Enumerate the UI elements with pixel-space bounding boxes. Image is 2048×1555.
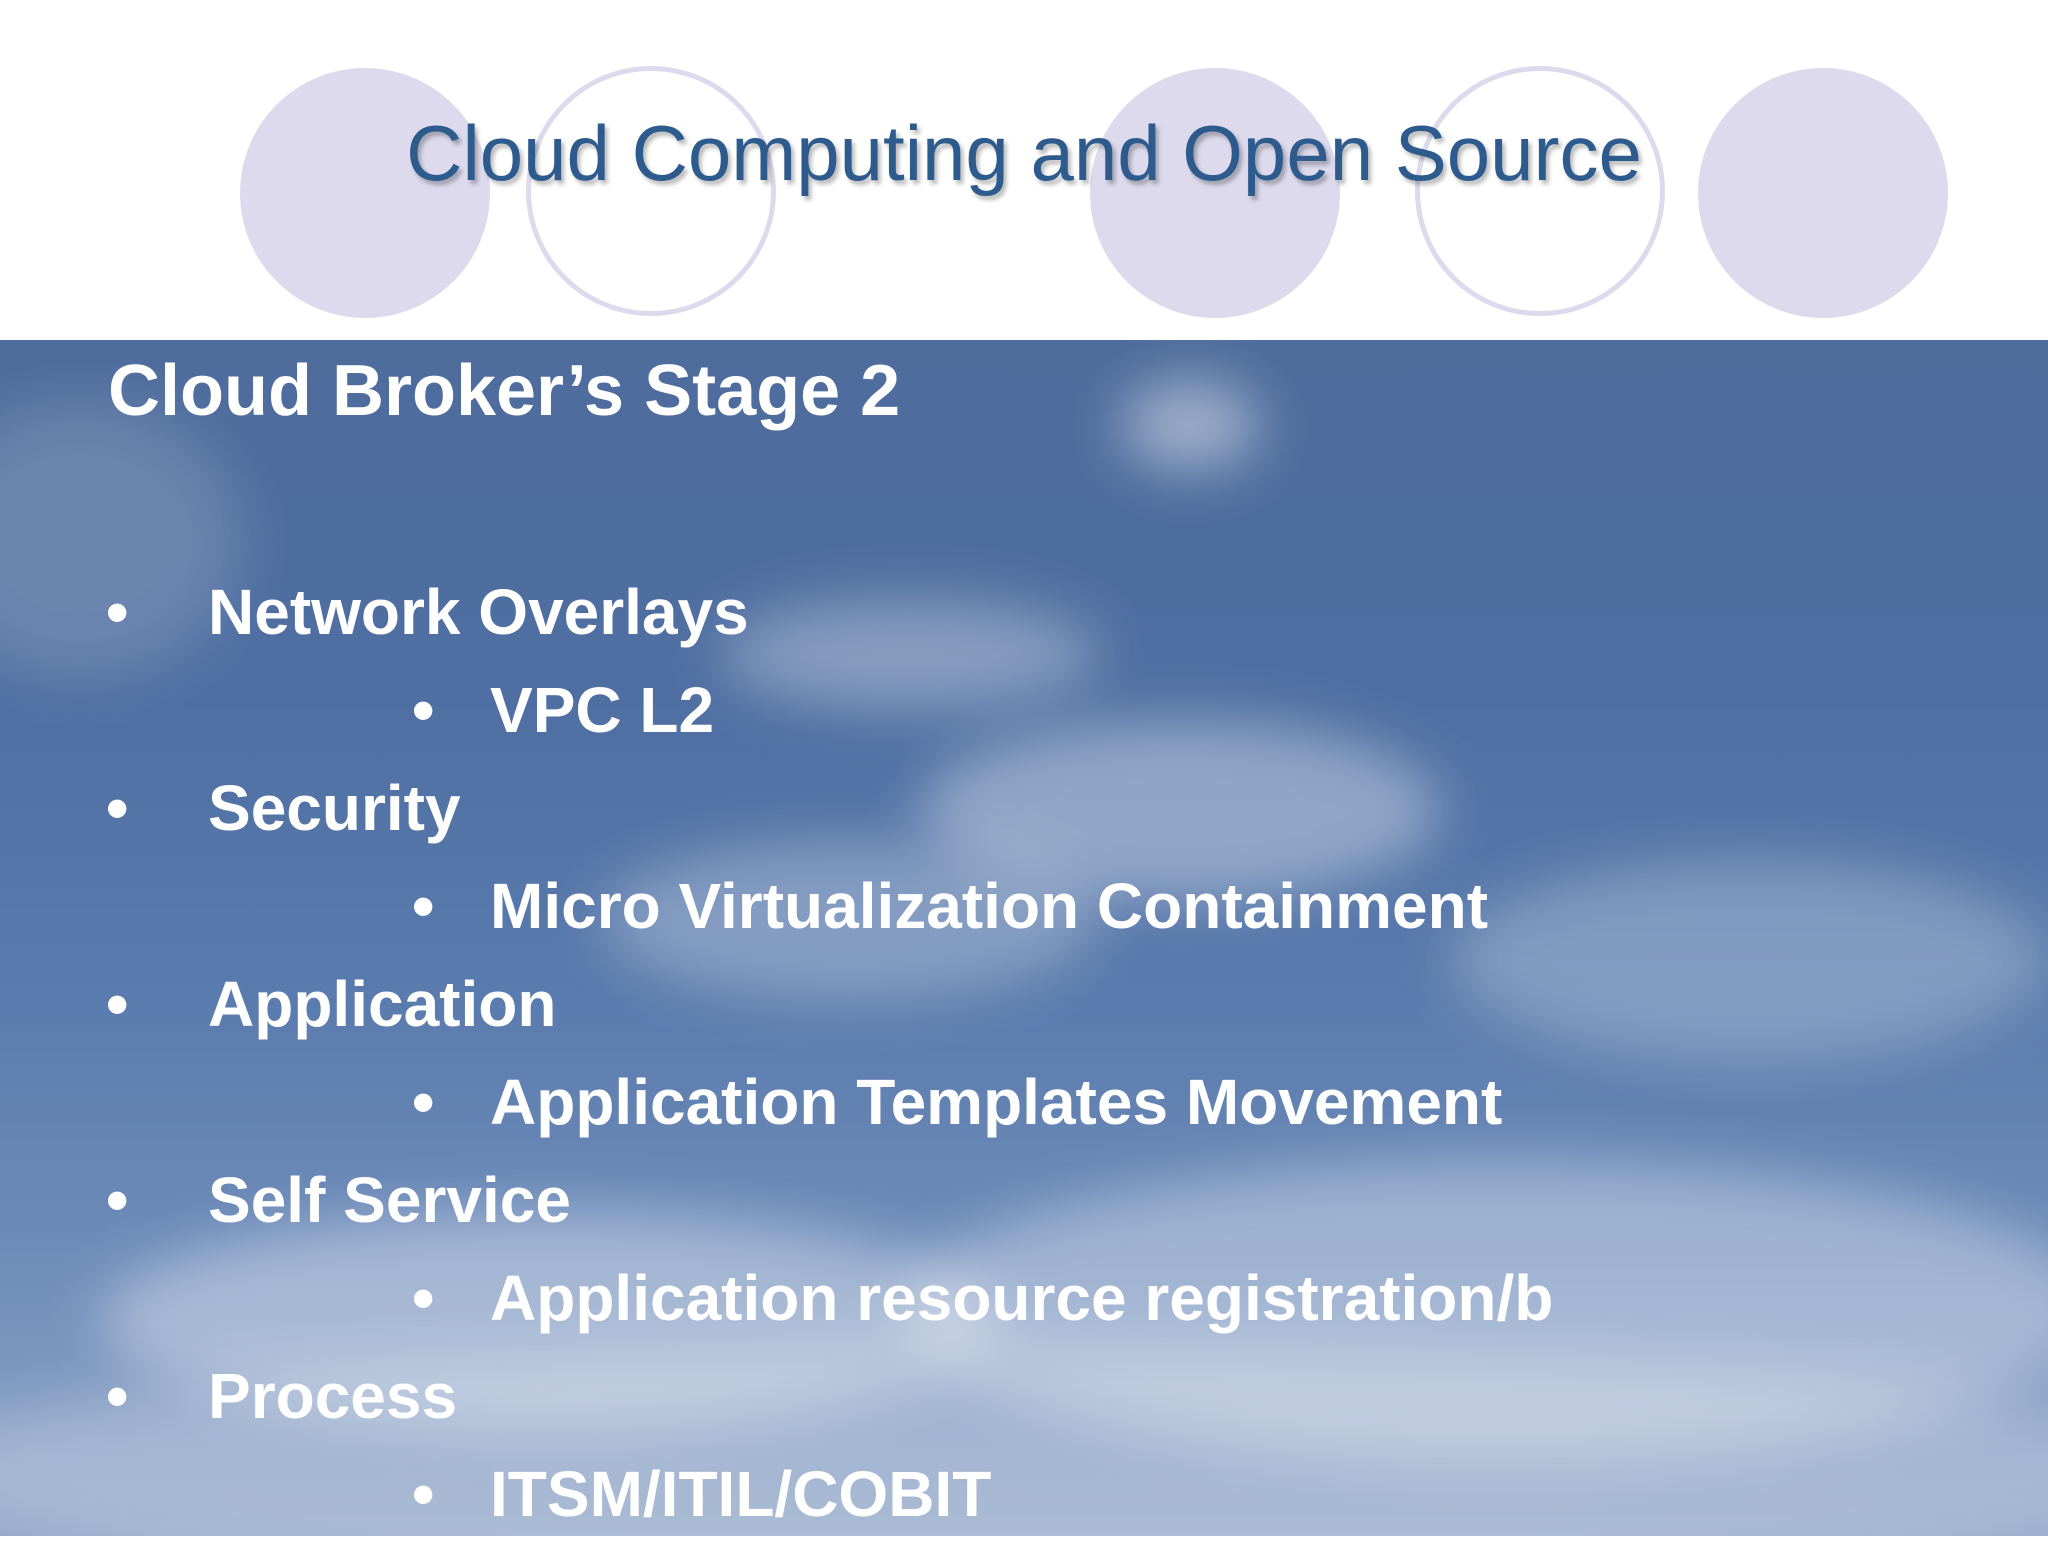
slide-header: Cloud Computing and Open Source — [0, 0, 2048, 340]
slide-title: Cloud Computing and Open Source — [406, 109, 1642, 197]
cloud-wisp — [600, 840, 1100, 1000]
list-subitem-label: Application resource registration/b — [490, 1262, 1554, 1334]
list-item: • Application — [0, 967, 2048, 1065]
sky-background — [0, 340, 2048, 1536]
bullet-marker: • — [412, 674, 435, 746]
bullet-marker: • — [106, 1360, 129, 1432]
cloud-wisp — [100, 1210, 1000, 1430]
list-subitem-label: ITSM/ITIL/COBIT — [490, 1458, 992, 1530]
list-subitem: • VPC L2 — [0, 673, 2048, 771]
list-subitem-label: Micro Virtualization Containment — [490, 870, 1488, 942]
cloud-wisp — [1450, 860, 2048, 1060]
decorative-ring-4 — [1415, 66, 1665, 316]
list-item: • Process — [0, 1359, 2048, 1457]
cloud-wisp — [1120, 380, 1260, 470]
bullet-list: • Network Overlays • VPC L2 • Security •… — [0, 575, 2048, 1555]
cloud-wisp — [920, 720, 1440, 900]
cloud-wisp — [900, 1160, 2048, 1460]
list-item: • Network Overlays — [0, 575, 2048, 673]
bullet-marker: • — [106, 576, 129, 648]
cloud-wisp — [720, 600, 1100, 710]
list-subitem-label: VPC L2 — [490, 674, 715, 746]
slide-subtitle: Cloud Broker’s Stage 2 — [108, 351, 901, 431]
cloud-wisp — [0, 1340, 2048, 1536]
list-subitem: • Application resource registration/b — [0, 1261, 2048, 1359]
bullet-marker: • — [412, 1458, 435, 1530]
decorative-circle-5 — [1698, 68, 1948, 318]
bullet-marker: • — [106, 968, 129, 1040]
list-item: • Security — [0, 771, 2048, 869]
decorative-ring-2 — [526, 66, 776, 316]
list-subitem: • ITSM/ITIL/COBIT — [0, 1457, 2048, 1555]
bullet-marker: • — [412, 1262, 435, 1334]
bullet-marker: • — [106, 772, 129, 844]
list-item-label: Application — [208, 968, 557, 1040]
bullet-marker: • — [412, 1066, 435, 1138]
list-item: • Self Service — [0, 1163, 2048, 1261]
list-item-label: Self Service — [208, 1164, 571, 1236]
bullet-marker: • — [412, 870, 435, 942]
decorative-circle-1 — [240, 68, 490, 318]
decorative-circle-3 — [1090, 68, 1340, 318]
list-subitem: • Application Templates Movement — [0, 1065, 2048, 1163]
list-item-label: Security — [208, 772, 461, 844]
list-subitem-label: Application Templates Movement — [490, 1066, 1503, 1138]
list-item-label: Network Overlays — [208, 576, 749, 648]
bullet-marker: • — [106, 1164, 129, 1236]
list-subitem: • Micro Virtualization Containment — [0, 869, 2048, 967]
list-item-label: Process — [208, 1360, 458, 1432]
